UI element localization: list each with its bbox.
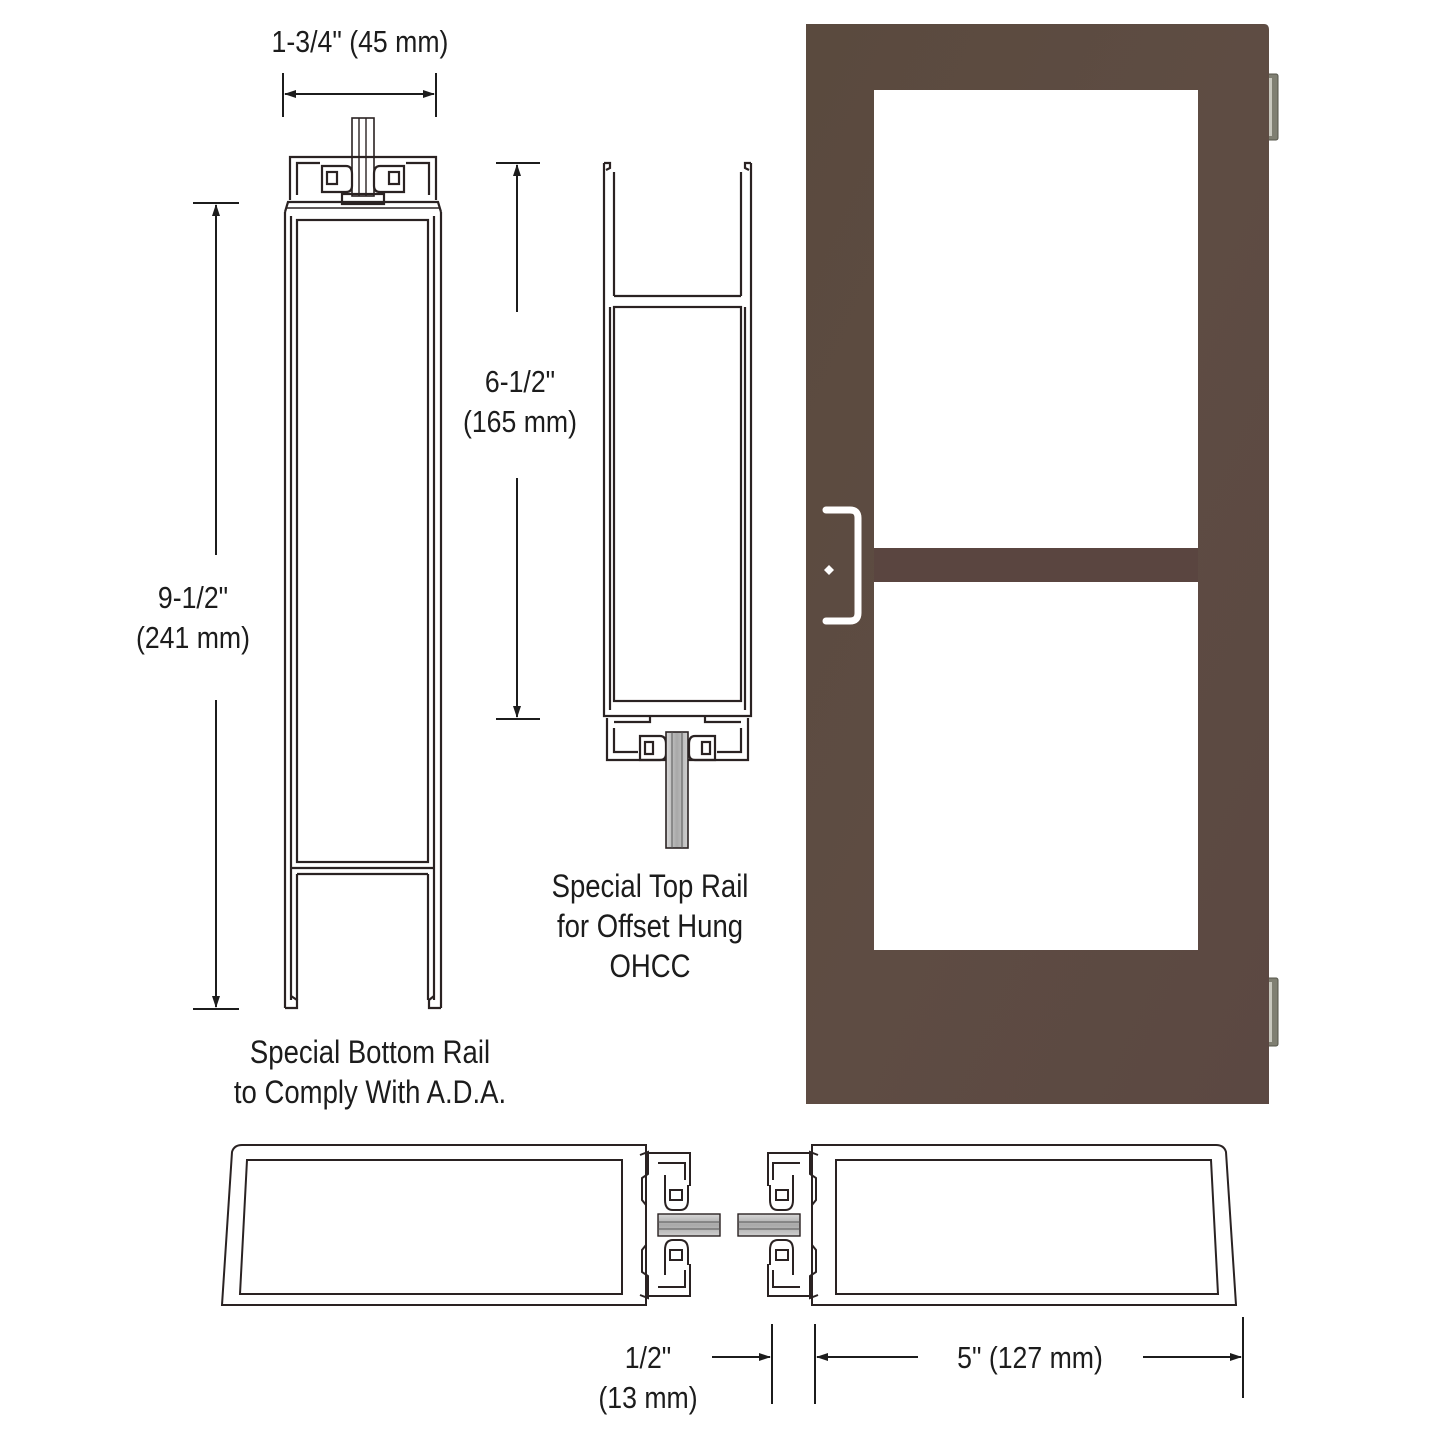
top-rail-height-imperial: 6-1/2" (484, 364, 556, 399)
pull-handle-icon (822, 506, 862, 625)
bottom-rail-section (283, 117, 443, 1010)
plan-glass-edges (657, 1213, 801, 1237)
top-rail-height-dimension (496, 162, 540, 720)
rail-width-label: 1-3/4" (45 mm) (271, 24, 449, 59)
glass-gap-imperial: 1/2" (624, 1340, 672, 1375)
upper-glass-lite (874, 90, 1198, 548)
lock-cylinder-icon (824, 565, 834, 575)
stile-width-label: 5" (127 mm) (957, 1340, 1103, 1375)
lower-glass-lite (874, 582, 1198, 950)
top-rail-height-metric: (165 mm) (462, 404, 578, 439)
bottom-rail-height-dimension (193, 202, 239, 1010)
bottom-rail-caption-line2: to Comply With A.D.A. (233, 1074, 507, 1110)
top-rail-section (602, 161, 753, 762)
door-elevation (806, 24, 1279, 1104)
top-rail-glass (665, 731, 689, 849)
bottom-rail-height-metric: (241 mm) (135, 620, 251, 655)
top-rail-caption-line2: for Offset Hung (556, 908, 744, 944)
stile-plan-section (220, 1144, 1238, 1306)
stile-width-dimensions (712, 1317, 1244, 1404)
glass-gap-metric: (13 mm) (598, 1380, 698, 1415)
rail-width-dimension (282, 73, 437, 117)
bottom-rail-caption-line1: Special Bottom Rail (249, 1034, 491, 1070)
top-rail-caption-line1: Special Top Rail (551, 868, 749, 904)
top-rail-caption-line3: OHCC (609, 948, 691, 984)
bottom-rail-height-imperial: 9-1/2" (157, 580, 229, 615)
